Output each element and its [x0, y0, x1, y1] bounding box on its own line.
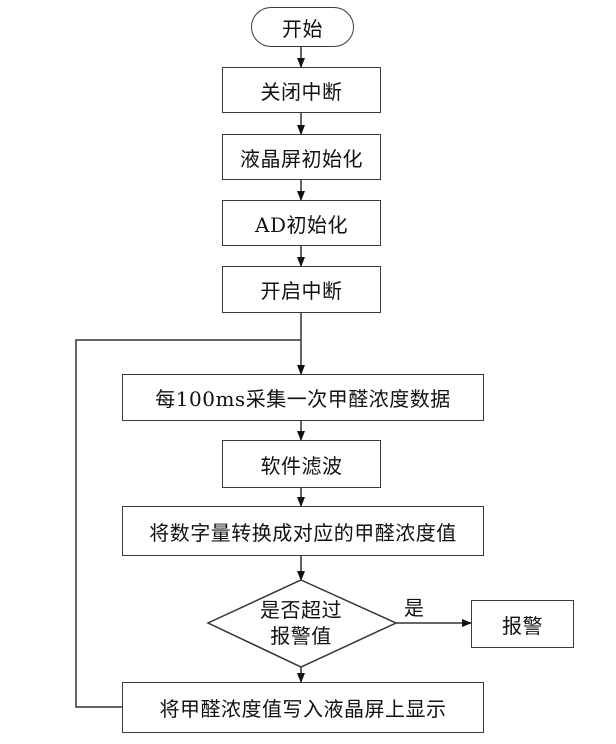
step-ad-init: AD初始化 — [222, 200, 381, 246]
loop-back-line — [75, 339, 301, 708]
start-terminal: 开始 — [251, 7, 354, 47]
decision-text: 是否超过 报警值 — [231, 597, 371, 649]
decision-line-1: 是否超过 — [260, 598, 342, 622]
step-sample: 每100ms采集一次甲醛浓度数据 — [122, 374, 484, 421]
step-enable-interrupt: 开启中断 — [222, 266, 381, 313]
alarm-box: 报警 — [471, 600, 574, 648]
step-lcd-init: 液晶屏初始化 — [222, 134, 381, 180]
step-convert: 将数字量转换成对应的甲醛浓度值 — [122, 506, 484, 556]
step-filter: 软件滤波 — [222, 440, 381, 488]
step-disable-interrupt: 关闭中断 — [222, 67, 381, 113]
yes-label: 是 — [404, 596, 424, 620]
step-display: 将甲醛浓度值写入液晶屏上显示 — [122, 682, 484, 733]
decision-line-2: 报警值 — [270, 624, 332, 648]
decision-diamond — [206, 579, 398, 668]
